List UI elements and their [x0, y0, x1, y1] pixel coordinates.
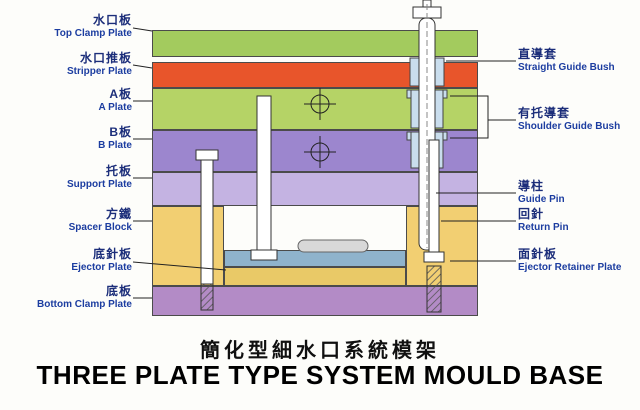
label-en-text: Ejector Retainer Plate: [518, 261, 622, 273]
left-label-stripper-plate: 水口推板 Stripper Plate: [2, 51, 132, 77]
left-label-bottom-clamp-plate: 底板 Bottom Clamp Plate: [2, 284, 132, 310]
right-label-shoulder-guide-bush: 有托導套 Shoulder Guide Bush: [518, 106, 638, 132]
label-en-text: Spacer Block: [68, 221, 132, 233]
spacer-block-right: [406, 206, 478, 286]
b-plate: [152, 130, 478, 172]
label-en-text: A Plate: [98, 101, 132, 113]
label-en-text: Ejector Plate: [71, 261, 132, 273]
bottom-clamp-plate: [152, 286, 478, 316]
label-en-text: Straight Guide Bush: [518, 61, 615, 73]
label-zh-text: 托板: [105, 164, 132, 178]
label-en-text: Support Plate: [66, 178, 132, 190]
label-en-text: B Plate: [98, 139, 132, 151]
label-zh-text: 水口推板: [79, 51, 132, 65]
label-en-text: Shoulder Guide Bush: [518, 120, 621, 132]
left-label-spacer-block: 方鐵 Spacer Block: [2, 207, 132, 233]
left-label-a-plate: A板 A Plate: [2, 87, 132, 113]
right-label-return-pin: 回針 Return Pin: [518, 207, 638, 233]
label-zh-text: 方鐵: [105, 207, 132, 221]
label-zh-text: 回針: [518, 207, 545, 221]
left-label-ejector-plate: 底針板 Ejector Plate: [2, 247, 132, 273]
label-en-text: Guide Pin: [518, 193, 565, 205]
label-zh-text: 底板: [105, 284, 132, 298]
right-label-guide-pin: 導柱 Guide Pin: [518, 179, 638, 205]
label-en-text: Bottom Clamp Plate: [36, 298, 132, 310]
label-zh-text: 面針板: [518, 247, 558, 261]
label-en-text: Top Clamp Plate: [54, 27, 132, 39]
top-clamp-plate: [152, 30, 478, 57]
label-en-text: Return Pin: [518, 221, 569, 233]
label-zh-text: 水口板: [92, 13, 132, 27]
spacer-block-left: [152, 206, 224, 286]
a-plate: [152, 88, 478, 130]
support-plate: [152, 172, 478, 206]
title-chinese: 簡化型細水口系統模架: [200, 340, 440, 362]
label-zh-text: 底針板: [92, 247, 132, 261]
label-zh-text: B板: [109, 125, 132, 139]
label-en-text: Stripper Plate: [66, 65, 132, 77]
right-label-ejector-retainer-plate: 面針板 Ejector Retainer Plate: [518, 247, 638, 273]
ejector-plate: [224, 267, 406, 286]
title-english: THREE PLATE TYPE SYSTEM MOULD BASE: [36, 360, 604, 390]
label-zh-text: A板: [109, 87, 132, 101]
ejector-retainer-plate: [224, 250, 406, 267]
label-zh-text: 直導套: [518, 47, 558, 61]
left-label-top-clamp-plate: 水口板 Top Clamp Plate: [2, 13, 132, 39]
label-zh-text: 有托導套: [518, 106, 571, 120]
left-label-support-plate: 托板 Support Plate: [2, 164, 132, 190]
label-zh-text: 導柱: [518, 179, 545, 193]
right-label-straight-guide-bush: 直導套 Straight Guide Bush: [518, 47, 638, 73]
stripper-plate: [152, 62, 478, 88]
left-label-b-plate: B板 B Plate: [2, 125, 132, 151]
